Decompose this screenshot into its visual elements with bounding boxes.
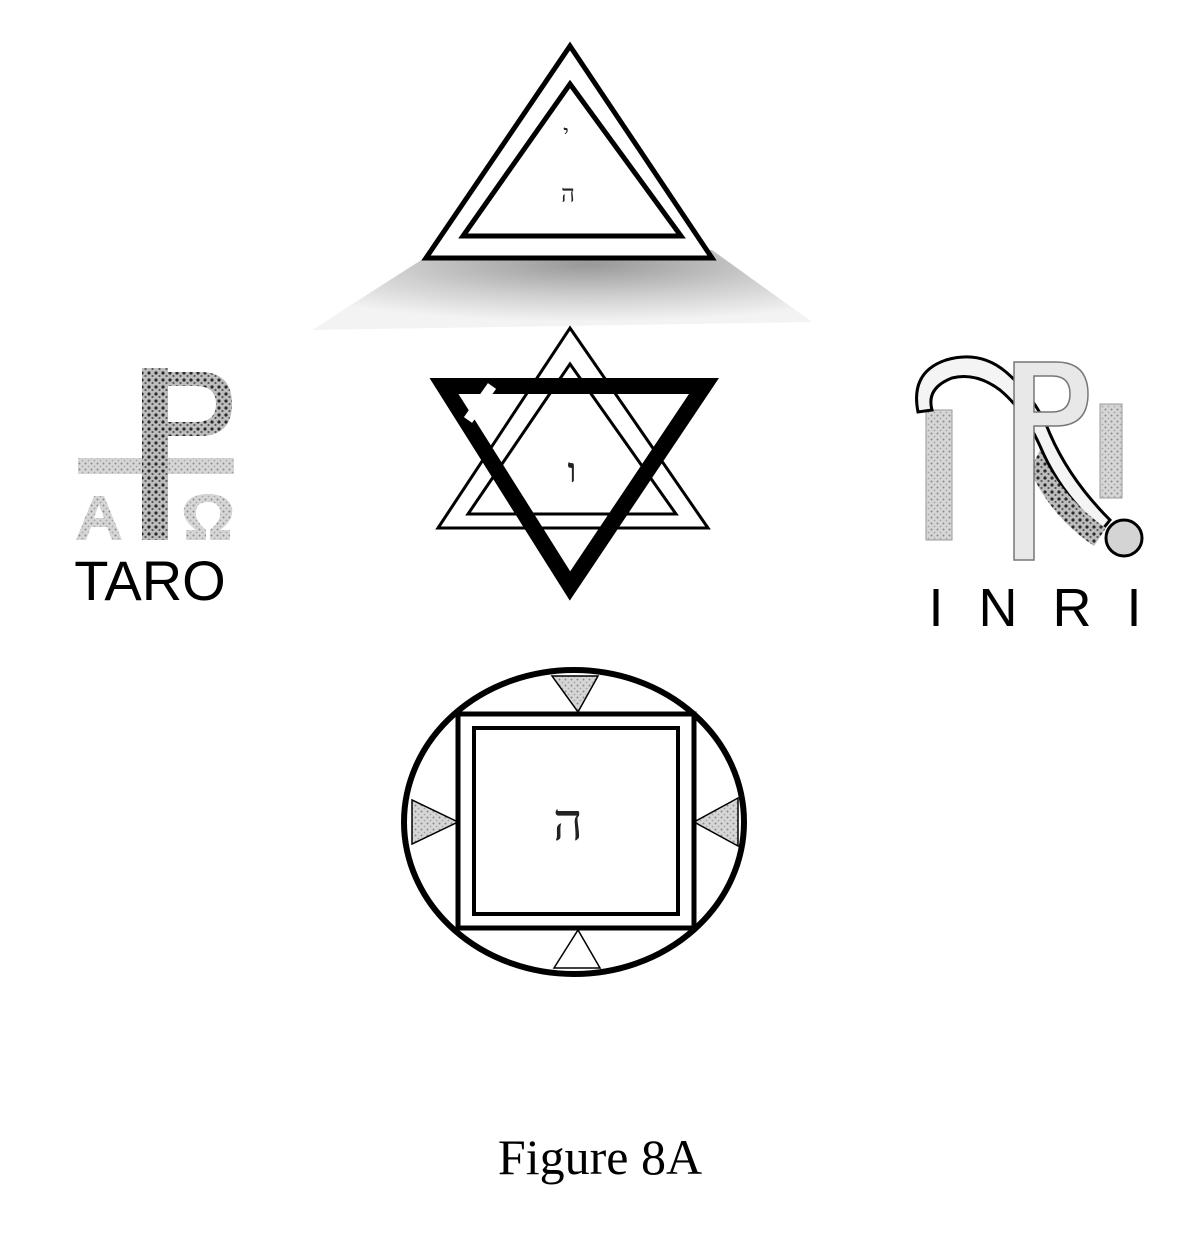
taro-monogram-symbol: TARO xyxy=(74,368,234,612)
inri-n-right xyxy=(1099,403,1123,499)
hexagram-letter-vav: ו xyxy=(568,451,577,491)
weave-gap-left xyxy=(463,383,497,423)
inri-i-stem xyxy=(925,409,953,541)
triangle-shadow xyxy=(312,248,812,330)
triangle-left xyxy=(411,798,460,846)
hexagram-up-triangle-outer xyxy=(435,325,711,530)
triangle-bottom xyxy=(552,928,602,969)
monogram-alpha xyxy=(76,496,122,540)
triangle-letter-yod: י xyxy=(563,121,569,146)
square-letter-he: ה xyxy=(553,793,583,853)
inri-p xyxy=(1013,361,1089,561)
triangle-letter-he: ה xyxy=(561,180,575,208)
hexagram-up-triangle-inner xyxy=(465,361,679,516)
taro-label: TARO xyxy=(74,549,225,612)
inri-monogram-symbol: I N R I xyxy=(915,355,1151,638)
figure-caption: Figure 8A xyxy=(497,1129,703,1185)
monogram-stem xyxy=(142,368,168,540)
inri-label: I N R I xyxy=(928,578,1151,638)
hexagram-down-triangle xyxy=(429,378,719,601)
triangle-right xyxy=(692,796,739,848)
inri-swirl-fill xyxy=(1030,450,1106,546)
inner-triangle xyxy=(458,79,686,239)
monogram-omega xyxy=(183,494,233,540)
triangle-top xyxy=(550,675,600,714)
circle-square-symbol: ה xyxy=(401,667,747,977)
fire-triangle-symbol: י ה xyxy=(312,41,812,330)
inner-square xyxy=(472,726,680,916)
monogram-p-bowl xyxy=(168,372,232,436)
inri-ring xyxy=(1104,518,1144,558)
hexagram-symbol: ו xyxy=(429,325,719,601)
